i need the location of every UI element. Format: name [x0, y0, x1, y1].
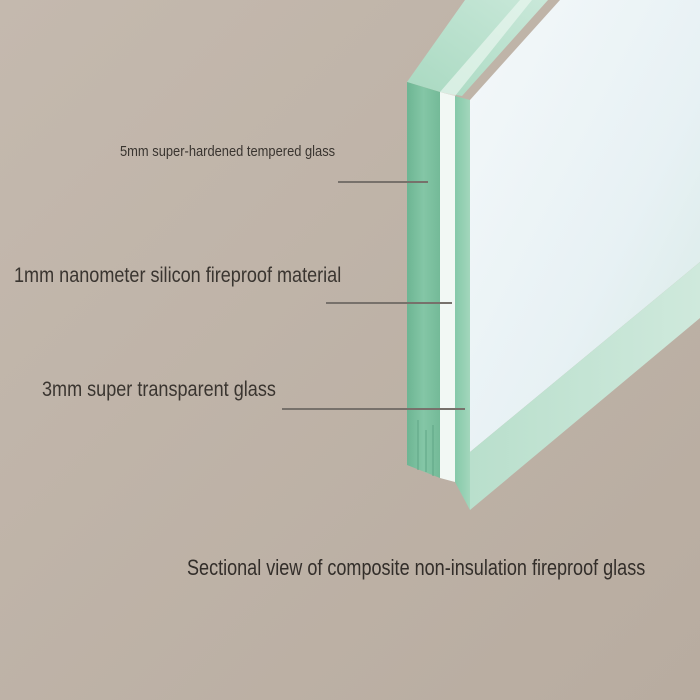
tempered-glass-edge	[407, 82, 440, 478]
fireproof-layer-top	[440, 0, 532, 96]
glass-bottom-band	[470, 262, 700, 510]
diagram-caption: Sectional view of composite non-insulati…	[187, 555, 646, 580]
label-tempered-glass: 5mm super-hardened tempered glass	[120, 143, 336, 160]
fireproof-interlayer	[440, 92, 455, 482]
label-transparent-glass: 3mm super transparent glass	[42, 378, 276, 401]
label-fireproof-material: 1mm nanometer silicon fireproof material	[14, 264, 342, 287]
transparent-glass-edge	[455, 96, 470, 510]
transparent-glass-face	[470, 0, 700, 452]
